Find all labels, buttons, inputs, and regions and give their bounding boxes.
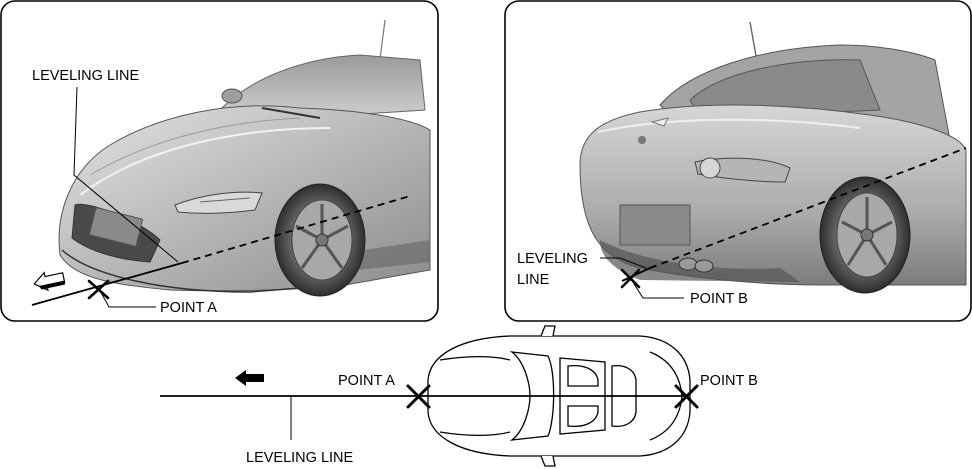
rear-view-panel: LEVELING LINE POINT B [504,0,972,322]
top-leveling-line-label: LEVELING LINE [246,450,354,466]
front-leveling-leader [73,86,179,263]
front-leveling-line-label: LEVELING LINE [32,68,140,84]
front-car-illustration [58,19,431,297]
rear-leveling-leader [600,257,647,269]
front-leveling-line-dashed [181,195,411,264]
top-point-b-label: POINT B [700,373,758,389]
rear-leveling-line-label-1: LEVELING [517,251,588,267]
forward-arrow-icon [33,271,66,292]
top-point-a-label: POINT A [338,373,395,389]
rear-leveling-line-dashed [649,147,967,269]
front-leveling-line-solid [31,262,183,306]
point-marker-x-icon [406,384,431,409]
front-view-panel: LEVELING LINE POINT A [0,0,439,322]
point-marker-x-icon [87,279,110,300]
front-point-a-label: POINT A [160,300,217,316]
top-view-diagram: POINT A POINT B LEVELING LINE [160,325,758,467]
point-a-leader [98,288,156,308]
forward-arrow-icon [235,370,264,386]
rear-car-illustration [579,21,967,294]
point-b-leader [630,278,684,299]
rear-leveling-line-label-2: LINE [517,272,550,288]
point-marker-x-icon [674,384,699,409]
point-marker-x-icon [620,268,641,289]
rear-point-b-label: POINT B [690,291,748,307]
